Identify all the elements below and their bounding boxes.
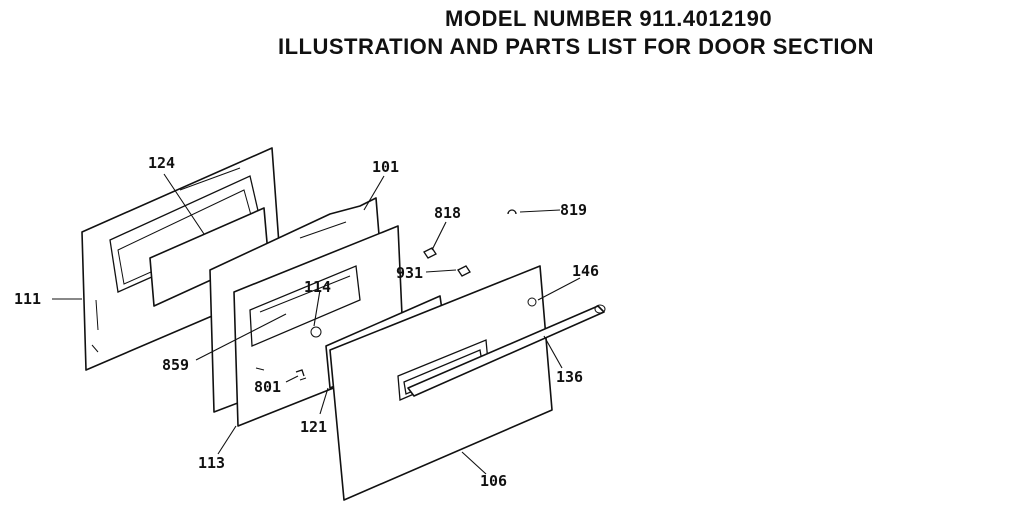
part-801-screw [295, 369, 305, 377]
callout-101: 101 [372, 158, 399, 176]
model-number-title: MODEL NUMBER 911.4012190 [445, 6, 773, 31]
callout-124: 124 [148, 154, 175, 172]
callout-106: 106 [480, 472, 507, 490]
part-931-nut [457, 265, 471, 277]
part-818-screw [423, 247, 437, 259]
callout-819: 819 [560, 201, 587, 219]
callout-801: 801 [254, 378, 281, 396]
callout-931: 931 [396, 264, 423, 282]
leader-lines [52, 173, 581, 475]
callout-136: 136 [556, 368, 583, 386]
parts-list-title: ILLUSTRATION AND PARTS LIST FOR DOOR SEC… [278, 34, 875, 59]
callout-114: 114 [304, 278, 331, 296]
callout-146: 146 [572, 262, 599, 280]
callout-113: 113 [198, 454, 225, 472]
callout-111: 111 [14, 290, 41, 308]
callout-859: 859 [162, 356, 189, 374]
callout-818: 818 [434, 204, 461, 222]
part-819-clip [507, 209, 517, 215]
part-136-handle [407, 304, 606, 397]
callout-121: 121 [300, 418, 327, 436]
callout-labels: 124 101 818 819 931 146 111 114 859 801 … [14, 154, 599, 490]
